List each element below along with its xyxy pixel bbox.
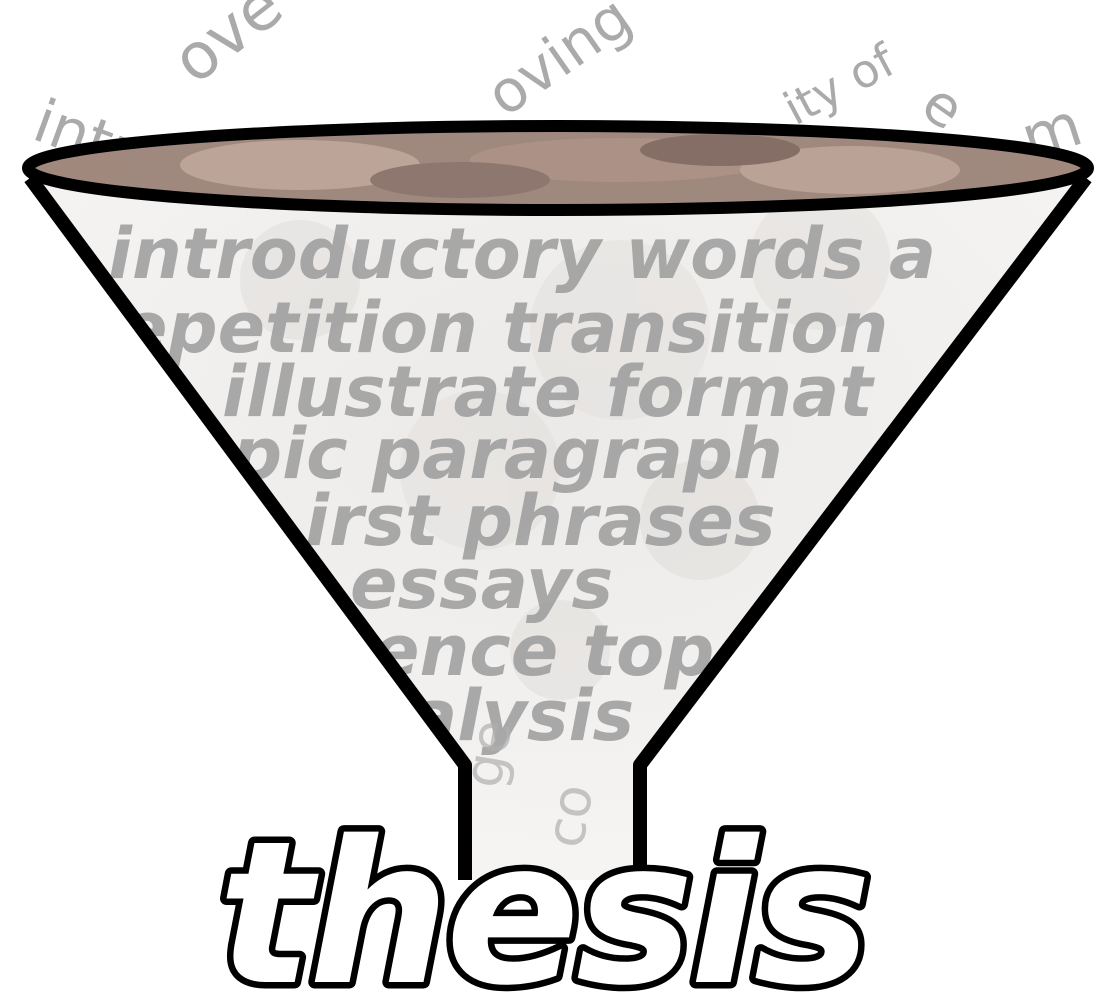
thesis-label: thesis	[218, 798, 867, 996]
funnel-word: ence top	[372, 610, 714, 692]
funnel-outline	[633, 173, 1092, 880]
funnel-word: pic paragraph	[231, 413, 783, 495]
funnel-rim	[22, 120, 1094, 216]
spout-word: co	[533, 780, 606, 853]
funnel-words: introductory words a epetition transitio…	[108, 213, 936, 852]
overflow-word: oving	[474, 0, 644, 129]
funnel-word: introductory words a	[108, 213, 936, 295]
overflow-word: ove	[159, 0, 296, 99]
funnel-word: essays	[350, 543, 613, 625]
funnel-texture	[240, 190, 890, 700]
overflow-word: ity of	[775, 32, 905, 135]
funnel-word: epetition transition	[120, 287, 888, 369]
funnel-outline	[24, 173, 472, 880]
funnel-word: irst phrases	[305, 480, 776, 562]
funnel-body	[30, 178, 1086, 880]
funnel-word: illustrate format	[222, 351, 875, 433]
